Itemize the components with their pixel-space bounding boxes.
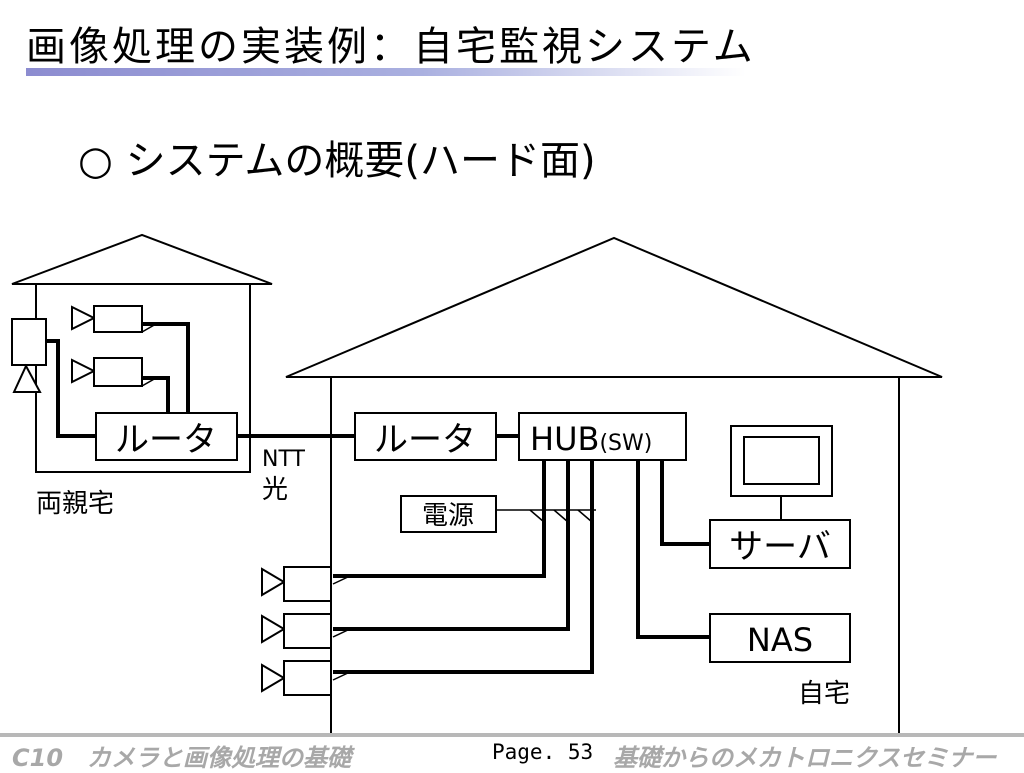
slide-title: 画像処理の実装例：自宅監視システム xyxy=(26,24,756,70)
parents-camera-2 xyxy=(71,357,143,387)
parents-router xyxy=(95,412,238,461)
parents-house-label: 両親宅 xyxy=(36,489,114,519)
home-camera-2 xyxy=(261,613,332,649)
home-camera-3 xyxy=(261,660,332,696)
home-house-roof xyxy=(285,236,943,378)
footer-page-number: Page. 53 xyxy=(492,740,594,764)
parents-wiring xyxy=(46,322,190,438)
hub-sub-label: (SW) xyxy=(599,431,652,456)
parents-house xyxy=(11,233,273,473)
home-router xyxy=(354,412,497,461)
ntt-link-label: NTT xyxy=(262,447,306,472)
parents-house-roof xyxy=(11,233,273,285)
parents-camera-3 xyxy=(11,318,47,393)
power-supply xyxy=(400,495,497,533)
home-camera-1 xyxy=(261,566,332,602)
hub-label: HUB xyxy=(530,420,599,458)
home-label: 自宅 xyxy=(798,679,850,709)
title-underline xyxy=(26,68,746,76)
hub-wiring xyxy=(333,460,710,674)
power-wiring xyxy=(332,509,596,681)
home-router-label: ルータ xyxy=(374,420,476,460)
svg-text:HUB(SW): HUB(SW) xyxy=(530,420,652,458)
nas-label: NAS xyxy=(747,621,813,659)
monitor-icon xyxy=(730,425,833,520)
footer-course-title: C10 カメラと画像処理の基礎 xyxy=(12,744,352,772)
parents-router-label: ルータ xyxy=(115,420,217,460)
parents-house-body xyxy=(35,283,251,473)
hikari-link-label: 光 xyxy=(262,475,288,505)
footer-rule xyxy=(0,733,1024,737)
nas xyxy=(709,613,851,663)
server-label: サーバ xyxy=(729,527,831,567)
server xyxy=(709,519,851,569)
footer-seminar-title: 基礎からのメカトロニクスセミナー xyxy=(613,744,997,772)
power-supply-label: 電源 xyxy=(422,501,474,531)
hub-switch xyxy=(518,412,687,461)
slide-subtitle: ○ システムの概要(ハード面) xyxy=(78,138,596,184)
parents-camera-1 xyxy=(71,305,143,333)
